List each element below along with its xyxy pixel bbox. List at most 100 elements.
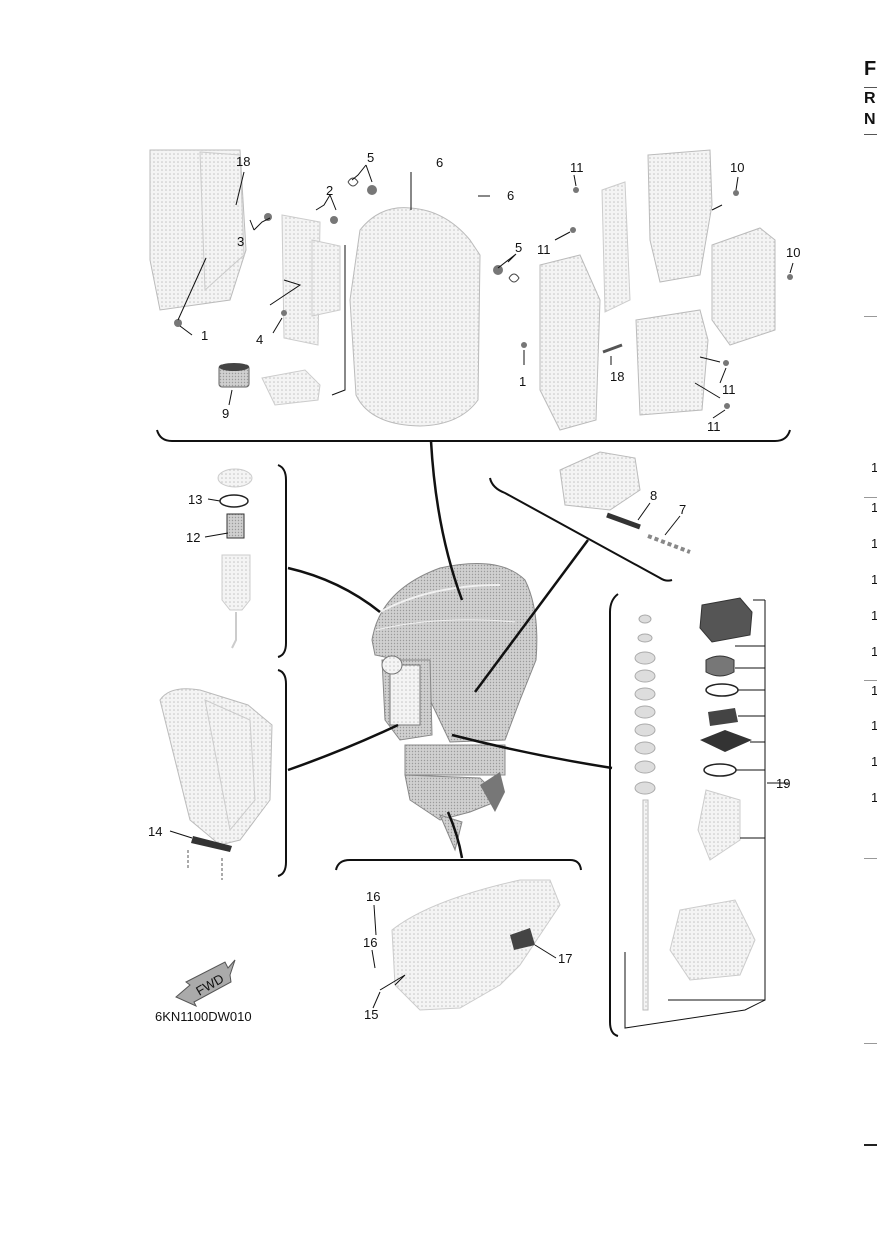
edge-row-number: 1	[871, 500, 877, 515]
gasket-plate	[281, 214, 321, 346]
edge-row-number: 1	[871, 644, 877, 659]
leader-15	[372, 991, 381, 1009]
plug-1a	[174, 319, 182, 327]
lower-case	[391, 879, 561, 1011]
gasket-ring-5b	[508, 273, 520, 283]
callout-11: 11	[537, 242, 551, 257]
plate-gasket	[700, 730, 752, 752]
callout-10: 10	[786, 245, 800, 260]
callout-10: 10	[730, 160, 744, 175]
fwd-arrow-icon	[175, 959, 236, 1008]
waterpump-housing	[699, 597, 753, 643]
edge-dash	[864, 680, 877, 681]
callout-8: 8	[650, 488, 657, 503]
callout-1: 1	[201, 328, 208, 343]
callout-16: 16	[366, 889, 380, 904]
sensor-part-2	[330, 216, 338, 224]
cover-plate	[311, 239, 341, 317]
filter-housing	[221, 554, 251, 611]
leader-14	[169, 830, 193, 839]
filter-leader-12	[204, 532, 229, 538]
edge-rule	[864, 1144, 877, 1146]
top-group-bracket	[156, 429, 791, 442]
filter-cap	[217, 468, 253, 488]
callout-18: 18	[610, 369, 624, 384]
callout-14: 14	[148, 824, 162, 839]
callout-15: 15	[364, 1007, 378, 1022]
top-leader-lines	[177, 164, 794, 419]
leader-7	[664, 515, 681, 536]
shaft-8	[606, 512, 641, 530]
callout-labels: 18 3 2 5 6 6 5 11 11 10 10 1 4 1 18 11 1…	[148, 150, 800, 1024]
lower-housing-parts	[697, 789, 741, 861]
midsection	[404, 744, 506, 776]
leader-16b	[371, 949, 376, 969]
bolt-4	[281, 310, 287, 316]
oil-filter-top	[219, 363, 249, 371]
callout-2: 2	[326, 183, 333, 198]
leader-8	[637, 502, 651, 521]
cowling-highlight	[379, 584, 501, 613]
pin-18b	[602, 343, 623, 354]
edge-dash	[864, 316, 877, 317]
edge-dash	[864, 1043, 877, 1044]
cowling-line	[375, 619, 516, 631]
anode-14	[191, 836, 232, 852]
cylinder-head-left-face	[199, 151, 245, 292]
powertrim-group	[489, 451, 691, 582]
outboard-engine	[371, 563, 538, 852]
diagram-code: 6KN1100DW010	[155, 1009, 252, 1024]
sensor-part-3	[264, 213, 272, 221]
bolt-10a	[733, 190, 739, 196]
callout-19: 19	[776, 776, 790, 791]
callout-11: 11	[707, 419, 721, 434]
o-ring-13	[219, 494, 249, 508]
oil-pump	[261, 369, 321, 406]
edge-letter-f: F	[864, 58, 877, 80]
manifold-strip	[601, 181, 631, 313]
edge-row-number: 1	[871, 790, 877, 805]
filter-hose	[231, 612, 237, 649]
edge-row-number: 1	[871, 536, 877, 551]
callout-16: 16	[363, 935, 377, 950]
callout-3: 3	[237, 234, 244, 249]
trim-tab-17	[510, 928, 535, 950]
exhaust-manifold	[647, 149, 713, 283]
edge-row-number: 1	[871, 608, 877, 623]
edge-rule	[864, 134, 877, 135]
impeller	[708, 708, 738, 726]
filter-group-bracket	[277, 464, 287, 658]
callout-9: 9	[222, 406, 229, 421]
edge-row-number: 1	[871, 572, 877, 587]
edge-dash	[864, 497, 877, 498]
steering-knob	[381, 655, 403, 675]
callout-18: 18	[236, 154, 250, 169]
base-plate	[669, 899, 756, 981]
swivel-bracket-inner	[204, 699, 256, 832]
callout-6: 6	[436, 155, 443, 170]
gasket-ring	[705, 683, 739, 697]
edge-rule	[864, 87, 877, 88]
edge-row-number: 1	[871, 460, 877, 475]
anode-bolts	[187, 850, 223, 880]
cylinder-head-right	[539, 254, 601, 431]
propeller	[480, 772, 505, 812]
filter-leader-13	[207, 498, 221, 502]
water-pump-group	[609, 593, 788, 1037]
callout-1: 1	[519, 374, 526, 389]
seals-7	[647, 534, 691, 554]
callout-12: 12	[186, 530, 200, 545]
o-ring-large	[703, 763, 737, 777]
plug-1b	[521, 342, 527, 348]
lower-unit-bracket	[335, 859, 582, 871]
waterpump-bracket	[609, 593, 619, 1037]
leader-lower-line	[379, 974, 406, 991]
fwd-arrow: FWD	[175, 959, 236, 1008]
drive-shaft-stack	[634, 614, 656, 1011]
filter-group	[204, 464, 287, 658]
callout-11: 11	[570, 160, 584, 175]
edge-row-number: 1	[871, 718, 877, 733]
bolt-10b	[787, 274, 793, 280]
right-cover	[711, 227, 776, 346]
